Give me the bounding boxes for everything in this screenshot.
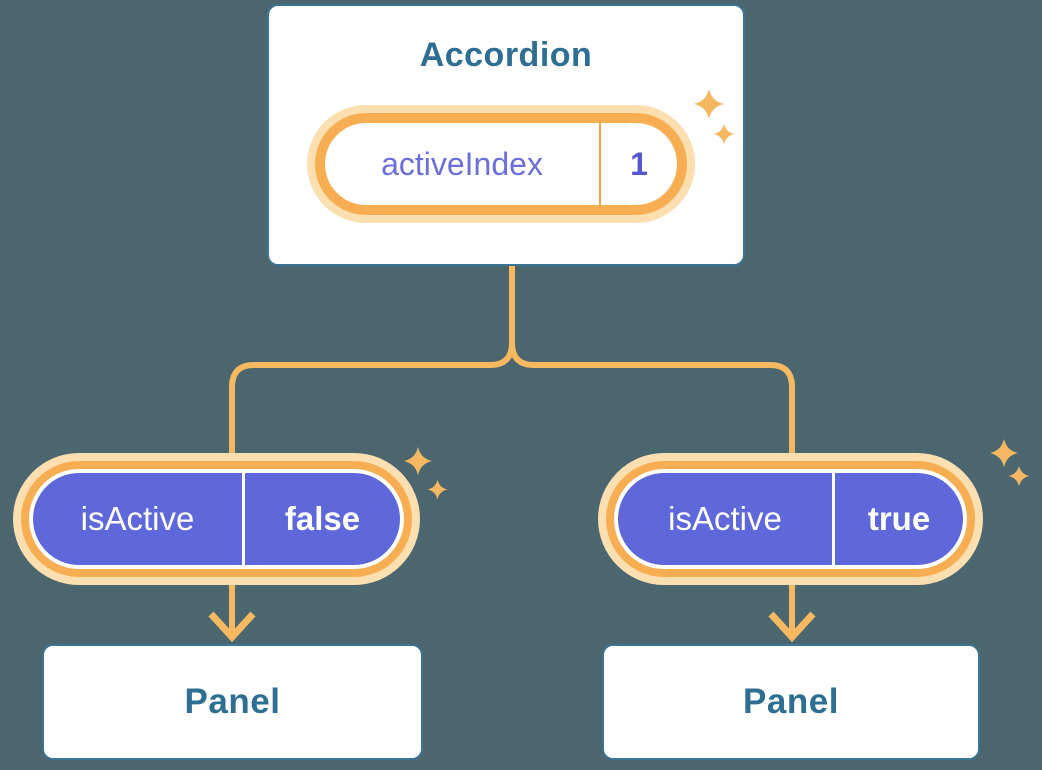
prop-label: isActive — [80, 500, 195, 537]
prop-pill-isactive-false: isActive false — [21, 461, 412, 577]
prop-pill-isactive-true: isActive true — [606, 461, 975, 577]
panel-title: Panel — [184, 682, 281, 721]
right-arrowhead-icon — [768, 611, 816, 643]
panel-card-left: Panel — [42, 644, 423, 760]
sparkle-icon — [427, 479, 448, 500]
state-value: 1 — [630, 145, 648, 182]
panel-title: Panel — [743, 682, 839, 721]
panel-card-right: Panel — [602, 644, 980, 760]
prop-label: isActive — [668, 500, 782, 537]
accordion-title: Accordion — [419, 36, 593, 74]
prop-pill-divider — [242, 473, 245, 565]
prop-value: true — [867, 500, 931, 537]
prop-value: false — [284, 500, 361, 537]
sparkle-icon — [989, 438, 1019, 468]
left-branch-line — [229, 342, 515, 633]
prop-pill-divider — [832, 473, 835, 565]
state-label: activeIndex — [381, 145, 543, 182]
sparkle-icon — [713, 123, 735, 145]
sparkle-icon — [694, 89, 724, 119]
sparkle-icon — [1008, 465, 1030, 487]
sparkle-icon — [403, 446, 433, 476]
state-pill-divider — [599, 123, 601, 205]
left-arrowhead-icon — [208, 611, 256, 643]
state-pill: activeIndex 1 — [315, 113, 687, 215]
right-branch-line — [509, 342, 795, 633]
